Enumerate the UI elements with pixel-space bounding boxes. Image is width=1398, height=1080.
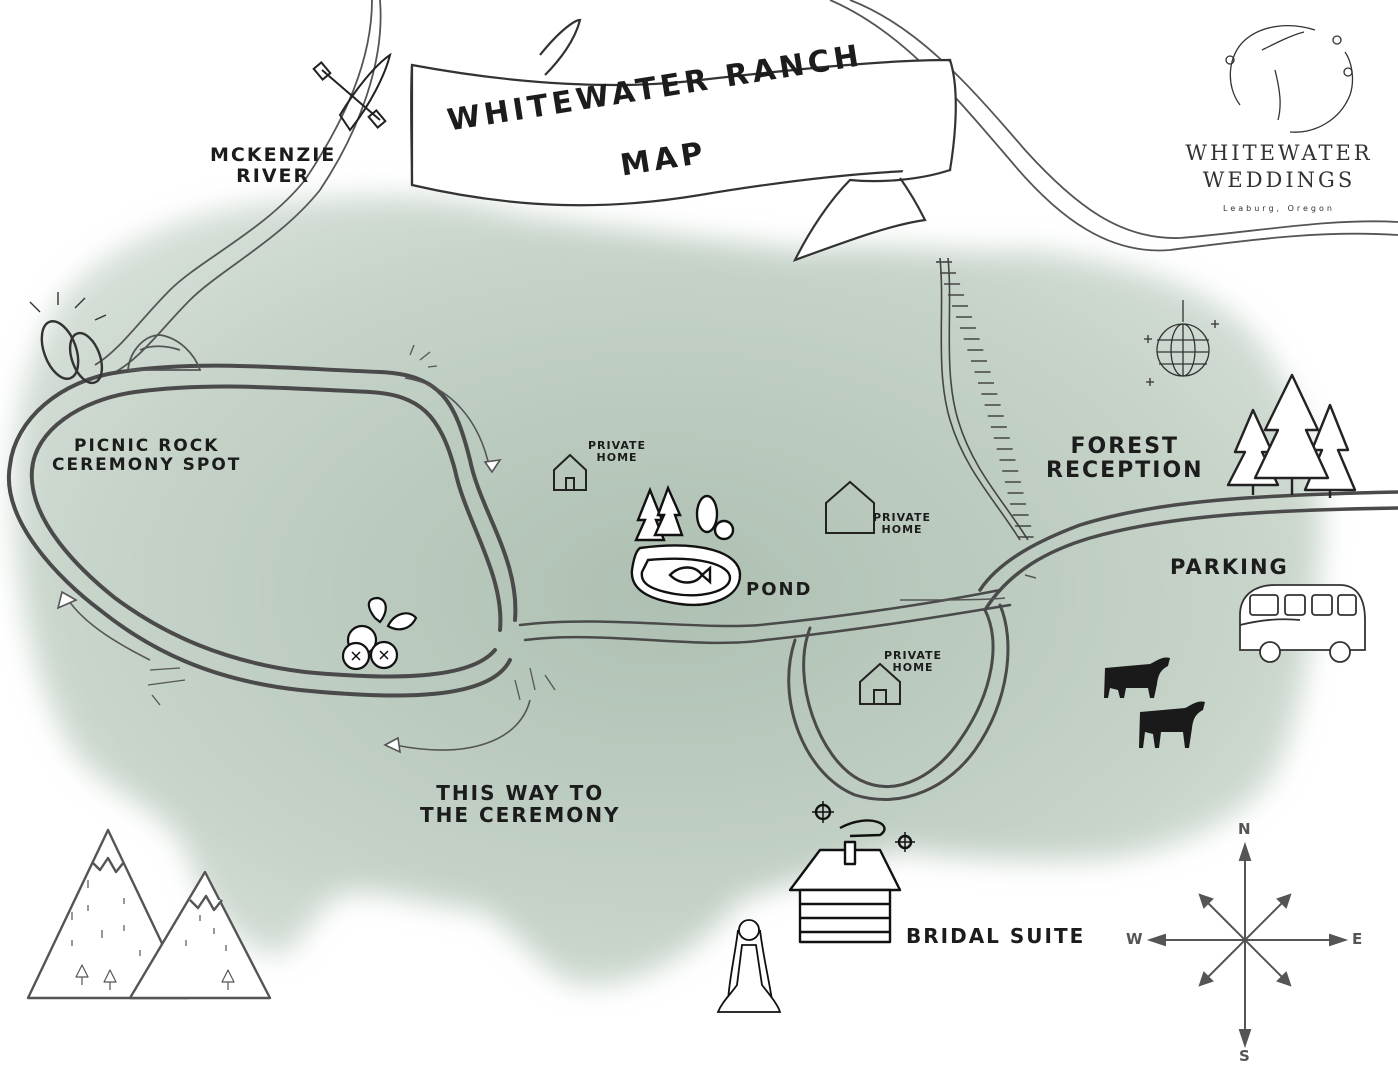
label-parking: PARKING bbox=[1170, 555, 1289, 579]
cow-icon bbox=[1104, 657, 1205, 748]
compass-west: W bbox=[1126, 930, 1143, 948]
pine-trees-icon bbox=[1226, 373, 1357, 498]
label-mckenzie-river: MCKENZIE RIVER bbox=[210, 144, 337, 187]
campervan-icon bbox=[1239, 584, 1366, 663]
label-bridal-suite: BRIDAL SUITE bbox=[906, 924, 1086, 948]
title-banner bbox=[410, 18, 957, 262]
disco-ball-icon bbox=[1144, 300, 1219, 386]
house-icon bbox=[825, 480, 875, 534]
label-pond: POND bbox=[746, 579, 813, 600]
compass-south: S bbox=[1239, 1047, 1250, 1065]
kayak-icon bbox=[312, 52, 392, 132]
flow-arrows bbox=[56, 344, 1037, 754]
mountains-icon bbox=[26, 828, 272, 1000]
bride-icon bbox=[716, 919, 782, 1013]
label-picnic-rock: PICNIC ROCK CEREMONY SPOT bbox=[52, 436, 242, 475]
blueberries-icon bbox=[341, 596, 418, 671]
label-private-home-1: PRIVATE HOME bbox=[588, 439, 647, 465]
compass-east: E bbox=[1352, 930, 1363, 948]
brand-name: WHITEWATER WEDDINGS bbox=[1185, 141, 1373, 193]
rings-icon bbox=[29, 292, 107, 385]
house-icon bbox=[859, 662, 901, 705]
label-forest-reception: FOREST RECEPTION bbox=[1046, 434, 1204, 484]
label-private-home-2: PRIVATE HOME bbox=[873, 511, 932, 537]
railroad-track-icon bbox=[936, 257, 1034, 541]
label-private-home-3: PRIVATE HOME bbox=[884, 649, 943, 675]
house-icon bbox=[553, 453, 587, 491]
cabin-icon bbox=[788, 801, 915, 944]
rock-icon bbox=[127, 334, 202, 371]
compass-north: N bbox=[1238, 820, 1251, 838]
pond-icon bbox=[630, 484, 742, 606]
brand-location: Leaburg, Oregon bbox=[1223, 204, 1335, 213]
label-this-way: THIS WAY TO THE CEREMONY bbox=[420, 781, 621, 827]
compass-rose-icon bbox=[1146, 841, 1349, 1049]
brand-wreath-icon bbox=[1225, 25, 1354, 133]
